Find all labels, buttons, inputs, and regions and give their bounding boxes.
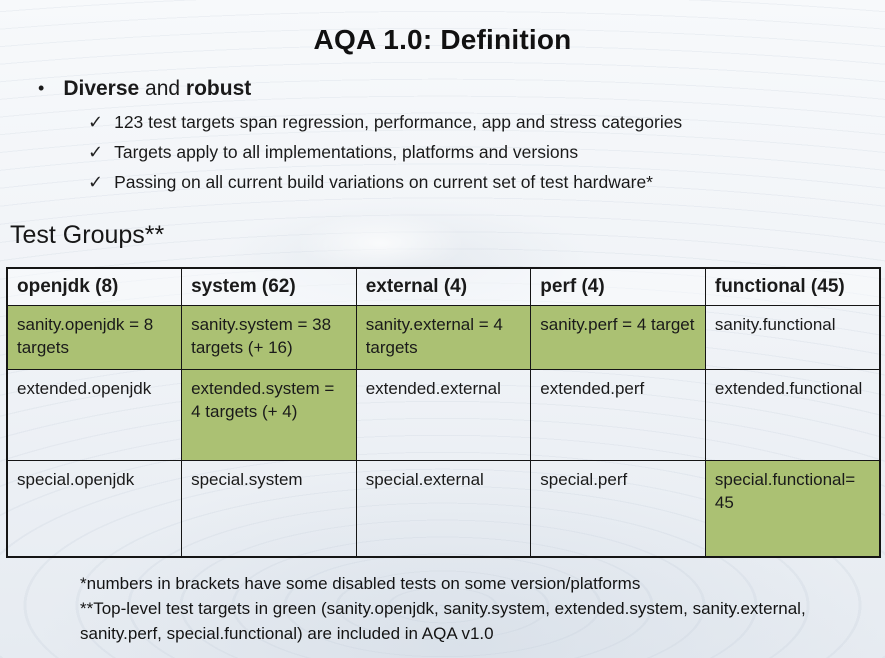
table-cell: extended.openjdk: [6, 368, 183, 461]
table-cell: sanity.system = 38 targets (+ 16): [181, 304, 357, 370]
bullet-diverse-robust: • Diverse and robust: [38, 77, 251, 101]
table-cell: special.system: [181, 459, 357, 558]
table-cell: extended.system = 4 targets (+ 4): [181, 368, 357, 461]
table-header-functional: functional (45): [704, 267, 881, 306]
table-row-sanity: sanity.openjdk = 8 targets sanity.system…: [6, 304, 881, 370]
bullet-connector: and: [139, 77, 186, 100]
table-header-row: openjdk (8) system (62) external (4) per…: [6, 267, 881, 306]
table-cell: sanity.external = 4 targets: [355, 304, 532, 370]
footnote-disabled-tests: *numbers in brackets have some disabled …: [80, 574, 641, 593]
table-cell: sanity.perf = 4 target: [530, 304, 706, 370]
table-header-external: external (4): [355, 267, 532, 306]
test-groups-heading: Test Groups**: [10, 221, 165, 249]
table-row-extended: extended.openjdk extended.system = 4 tar…: [6, 368, 881, 461]
table-cell: special.functional= 45: [704, 459, 881, 558]
check-item-passing: ✓ Passing on all current build variation…: [88, 170, 682, 194]
check-item-label: 123 test targets span regression, perfor…: [114, 112, 683, 132]
checkmark-icon: ✓: [88, 172, 104, 192]
check-item-targets: ✓ 123 test targets span regression, perf…: [88, 110, 682, 134]
checkmark-icon: ✓: [88, 112, 104, 132]
footnotes: *numbers in brackets have some disabled …: [80, 571, 862, 646]
bullet-word-robust: robust: [185, 77, 252, 100]
table-cell: extended.functional: [704, 368, 881, 461]
table-row-special: special.openjdk special.system special.e…: [6, 459, 881, 558]
bullet-text: Diverse and robust: [63, 77, 251, 101]
bullet-word-diverse: Diverse: [63, 77, 140, 100]
check-item-implementations: ✓ Targets apply to all implementations, …: [88, 140, 682, 164]
bullet-dot-icon: •: [38, 78, 45, 98]
table-cell: extended.external: [355, 368, 532, 461]
table-cell: special.openjdk: [6, 459, 183, 558]
checklist: ✓ 123 test targets span regression, perf…: [88, 110, 682, 194]
test-groups-table: openjdk (8) system (62) external (4) per…: [6, 267, 881, 558]
table-cell: special.perf: [530, 459, 706, 558]
check-item-label: Targets apply to all implementations, pl…: [114, 142, 579, 162]
footnote-top-level-targets: **Top-level test targets in green (sanit…: [80, 599, 806, 643]
table-cell: sanity.openjdk = 8 targets: [6, 304, 183, 370]
table-header-system: system (62): [181, 267, 357, 306]
checkmark-icon: ✓: [88, 142, 104, 162]
table-cell: special.external: [355, 459, 532, 558]
check-item-label: Passing on all current build variations …: [114, 172, 653, 192]
table-cell: extended.perf: [530, 368, 706, 461]
table-cell: sanity.functional: [704, 304, 881, 370]
table-header-perf: perf (4): [530, 267, 706, 306]
slide-title: AQA 1.0: Definition: [313, 24, 572, 55]
table-header-openjdk: openjdk (8): [6, 267, 183, 306]
